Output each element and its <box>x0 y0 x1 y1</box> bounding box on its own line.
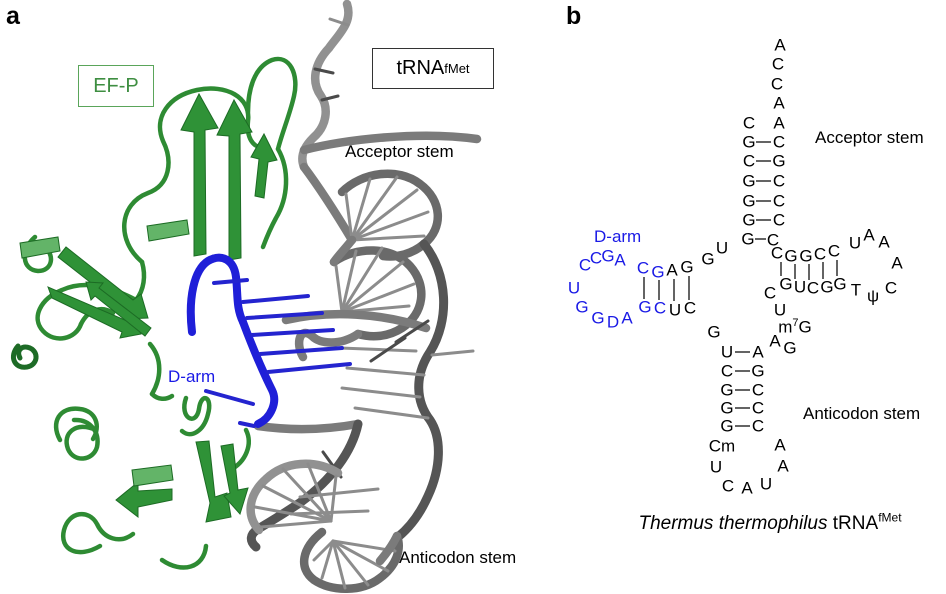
nucleotide-G: G <box>638 297 652 317</box>
acceptor-stem-label-b: Acceptor stem <box>815 128 924 147</box>
nucleotide-C: C <box>772 132 786 152</box>
nucleotide-A: A <box>773 113 785 133</box>
nucleotide-G: G <box>783 338 797 358</box>
nucleotide-C: C <box>742 113 756 133</box>
nucleotide-G: G <box>575 297 589 317</box>
nucleotide-C: C <box>578 255 592 275</box>
nucleotide-C: C <box>770 74 784 94</box>
nucleotide-U: U <box>567 278 581 298</box>
nucleotide-A: A <box>614 250 626 270</box>
nucleotide-U: U <box>715 238 729 258</box>
nucleotide-A: A <box>774 35 786 55</box>
nucleotide-A: A <box>769 331 781 351</box>
nucleotide-C: C <box>653 298 667 318</box>
nucleotide-C: C <box>742 151 756 171</box>
nucleotide-A: A <box>891 253 903 273</box>
nucleotide-C: C <box>751 398 765 418</box>
nucleotide-mG: m7G <box>778 316 812 337</box>
nucleotide-G: G <box>720 380 734 400</box>
nucleotide-G: G <box>707 322 721 342</box>
anticodon-stem-label-a: Anticodon stem <box>399 548 517 567</box>
efp-label-box: EF-P <box>78 65 154 107</box>
nucleotide-C: C <box>772 171 786 191</box>
nucleotide-G: G <box>701 249 715 269</box>
d-arm-ribbon <box>186 253 352 428</box>
nucleotide-G: G <box>742 210 756 230</box>
efp-ribbon <box>10 56 298 570</box>
acceptor-stem-label-a: Acceptor stem <box>345 142 454 161</box>
nucleotide-A: A <box>774 435 786 455</box>
nucleotide-G: G <box>720 416 734 436</box>
nucleotide-C: C <box>806 278 820 298</box>
nucleotide-G: G <box>772 151 786 171</box>
nucleotide-C: C <box>813 244 827 264</box>
nucleotide-A: A <box>741 478 753 498</box>
nucleotide-C: C <box>766 230 780 250</box>
nucleotide-C: C <box>721 476 735 496</box>
nucleotide-A: A <box>863 225 875 245</box>
nucleotide-C: C <box>683 298 697 318</box>
trna-label: tRNA <box>396 57 445 79</box>
nucleotide-G: G <box>820 277 834 297</box>
nucleotide-G: G <box>720 398 734 418</box>
caption-rna: tRNA <box>827 513 879 534</box>
trna-ribbon <box>246 0 482 593</box>
nucleotide-A: A <box>621 308 633 328</box>
nucleotide-C: C <box>827 241 841 261</box>
nucleotide-ψ: ψ <box>866 286 880 306</box>
nucleotide-C: C <box>884 278 898 298</box>
nucleotide-C: C <box>772 191 786 211</box>
nucleotide-U: U <box>793 277 807 297</box>
caption-sup: fMet <box>878 510 902 525</box>
nucleotide-C: C <box>770 243 784 263</box>
nucleotide-G: G <box>742 132 756 152</box>
d-arm-label-b: D-arm <box>594 227 642 246</box>
nucleotide-Cm: Cm <box>708 436 736 456</box>
nucleotide-C: C <box>589 248 603 268</box>
nucleotide-C: C <box>772 210 786 230</box>
efp-label: EF-P <box>93 74 139 97</box>
nucleotide-U: U <box>848 233 862 253</box>
nucleotide-A: A <box>773 93 785 113</box>
nucleotide-G: G <box>651 262 665 282</box>
nucleotide-C: C <box>771 54 785 74</box>
nucleotide-C: C <box>751 416 765 436</box>
nucleotide-A: A <box>777 456 789 476</box>
nucleotide-A: A <box>666 260 678 280</box>
nucleotide-G: G <box>784 246 798 266</box>
nucleotide-G: G <box>591 308 605 328</box>
anticodon-stem-label-b: Anticodon stem <box>803 404 921 423</box>
nucleotide-C: C <box>751 380 765 400</box>
nucleotide-D: D <box>606 312 620 332</box>
figure-caption: Thermus thermophilus tRNAfMet <box>638 510 902 535</box>
species-name: Thermus thermophilus <box>638 513 828 534</box>
nucleotide-T: T <box>850 280 862 300</box>
nucleotide-C: C <box>636 258 650 278</box>
panel-b-letter: b <box>566 2 582 30</box>
nucleotide-G: G <box>741 229 755 249</box>
nucleotide-C: C <box>763 283 777 303</box>
nucleotide-G: G <box>833 274 847 294</box>
nucleotide-G: G <box>601 246 615 266</box>
nucleotide-U: U <box>709 457 723 477</box>
nucleotide-G: G <box>751 361 765 381</box>
nucleotide-U: U <box>668 300 682 320</box>
nucleotide-G: G <box>680 257 694 277</box>
nucleotide-U: U <box>720 342 734 362</box>
nucleotide-U: U <box>759 474 773 494</box>
nucleotide-A: A <box>752 342 764 362</box>
d-arm-label-a: D-arm <box>168 367 216 386</box>
structure-3d-art <box>10 0 482 593</box>
nucleotide-C: C <box>720 361 734 381</box>
nucleotide-G: G <box>779 274 793 294</box>
nucleotide-G: G <box>742 191 756 211</box>
panel-a-letter: a <box>6 2 20 30</box>
nucleotide-A: A <box>878 232 890 252</box>
nucleotide-G: G <box>742 171 756 191</box>
nucleotide-G: G <box>799 246 813 266</box>
nucleotide-U: U <box>773 300 787 320</box>
